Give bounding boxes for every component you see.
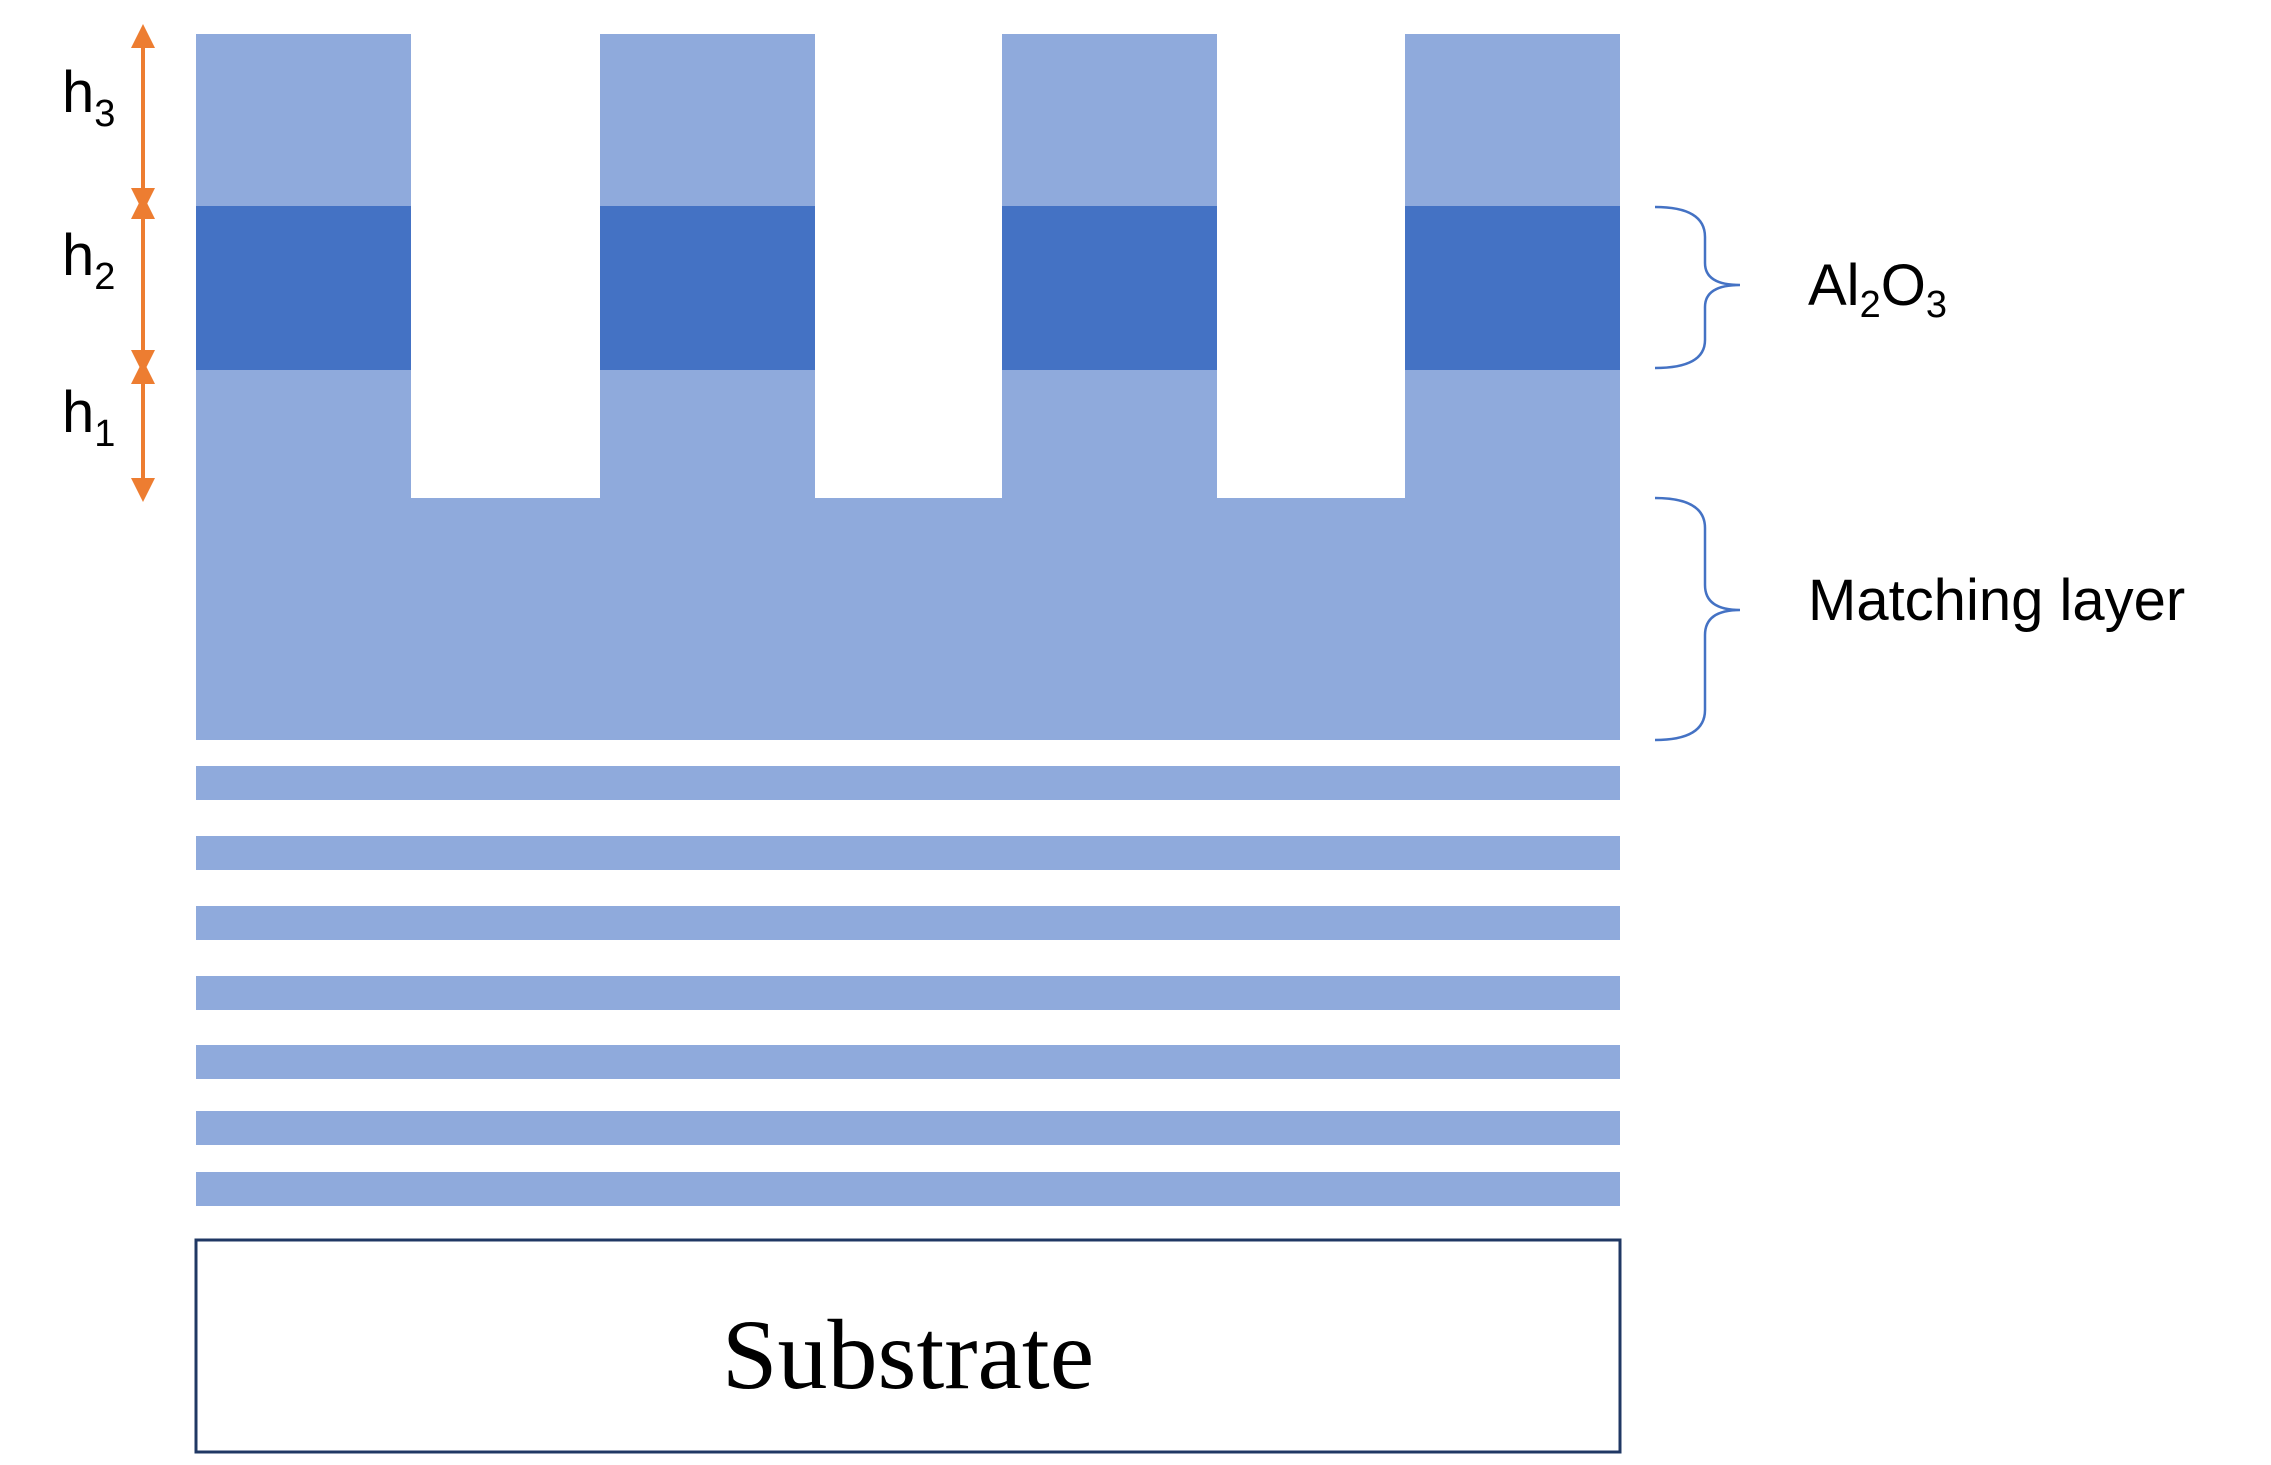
mirror-stripes	[196, 766, 1620, 1206]
grating-top-layer	[196, 34, 1620, 206]
matching-layer-brace	[1654, 496, 1741, 742]
mirror-stripe-7	[196, 1172, 1620, 1206]
al2o3-layer	[196, 206, 1620, 370]
substrate: Substrate	[194, 1238, 1622, 1454]
pillar-3-bottom	[1002, 370, 1217, 500]
pillar-3-al2o3	[1002, 206, 1217, 370]
matching-layer-label: Matching layer	[1808, 568, 2185, 633]
mirror-stripe-5	[196, 1045, 1620, 1079]
pillar-2-al2o3	[600, 206, 815, 370]
mirror-stripe-4	[196, 976, 1620, 1010]
grating-bottom-layer	[196, 370, 1620, 500]
h2-label: h2	[62, 223, 115, 298]
pillar-1-al2o3	[196, 206, 411, 370]
matching-layer-slab	[196, 498, 1620, 740]
mirror-stripe-2	[196, 836, 1620, 870]
pillar-3-top	[1002, 34, 1217, 206]
braces	[1654, 205, 1741, 742]
pillar-1-bottom	[196, 370, 411, 500]
pillar-4-bottom	[1405, 370, 1620, 500]
mirror-stripe-1	[196, 766, 1620, 800]
pillar-1-top	[196, 34, 411, 206]
pillar-4-top	[1405, 34, 1620, 206]
h1-label: h1	[62, 380, 115, 455]
pillar-4-al2o3	[1405, 206, 1620, 370]
height-labels: h3 h2 h1	[62, 60, 115, 455]
substrate-label: Substrate	[722, 1299, 1094, 1410]
al2o3-label: Al2O3	[1808, 253, 1947, 326]
pillar-2-bottom	[600, 370, 815, 500]
substrate-box	[194, 1238, 1622, 1454]
al2o3-brace	[1654, 205, 1741, 370]
mirror-stripe-3	[196, 906, 1620, 940]
h3-label: h3	[62, 60, 115, 135]
mirror-stripe-6	[196, 1111, 1620, 1145]
pillar-2-top	[600, 34, 815, 206]
